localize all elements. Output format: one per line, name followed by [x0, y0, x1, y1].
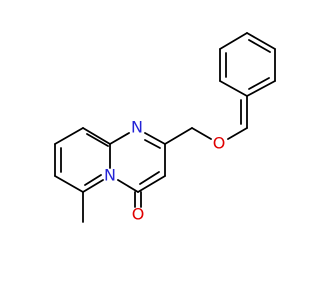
bond-ph1-ph6	[246, 80, 276, 97]
bond-ph4-ph5	[219, 32, 248, 50]
atom-n-ring-bridge: N	[104, 166, 116, 185]
bond-c4-n5	[117, 179, 139, 193]
bond-c6-n5	[82, 179, 104, 193]
bond-n1-c2	[144, 132, 166, 145]
structure-canvas: N N O O	[54, 32, 276, 224]
bond-c11-c6	[54, 175, 84, 193]
bond-c3-c4	[137, 175, 166, 193]
molecule-structure: N N O O	[54, 32, 276, 224]
bond-ch2-o-ether	[191, 127, 212, 140]
bond-c9-c10	[54, 127, 84, 145]
bond-ph2-ph3	[219, 80, 248, 97]
atom-o-ether: O	[213, 134, 226, 153]
bond-c2-ch2	[164, 127, 193, 145]
bond-c3-c4-inner	[139, 171, 160, 185]
bond-c6-n5-inner	[84, 174, 102, 186]
bond-ph5-ph6-inner	[248, 39, 271, 53]
bond-o-ether-ph	[227, 127, 248, 140]
bond-ph1-ph6-inner	[248, 77, 270, 90]
bond-c9-c8	[82, 127, 111, 145]
atom-o-carbonyl: O	[132, 205, 145, 224]
bond-n1-c2-inner	[144, 139, 161, 149]
bond-c8-n1	[109, 132, 130, 145]
atom-n-ring-top: N	[131, 118, 143, 137]
bond-ph5-ph6	[246, 32, 276, 50]
bond-c9-c8-inner	[86, 133, 109, 147]
